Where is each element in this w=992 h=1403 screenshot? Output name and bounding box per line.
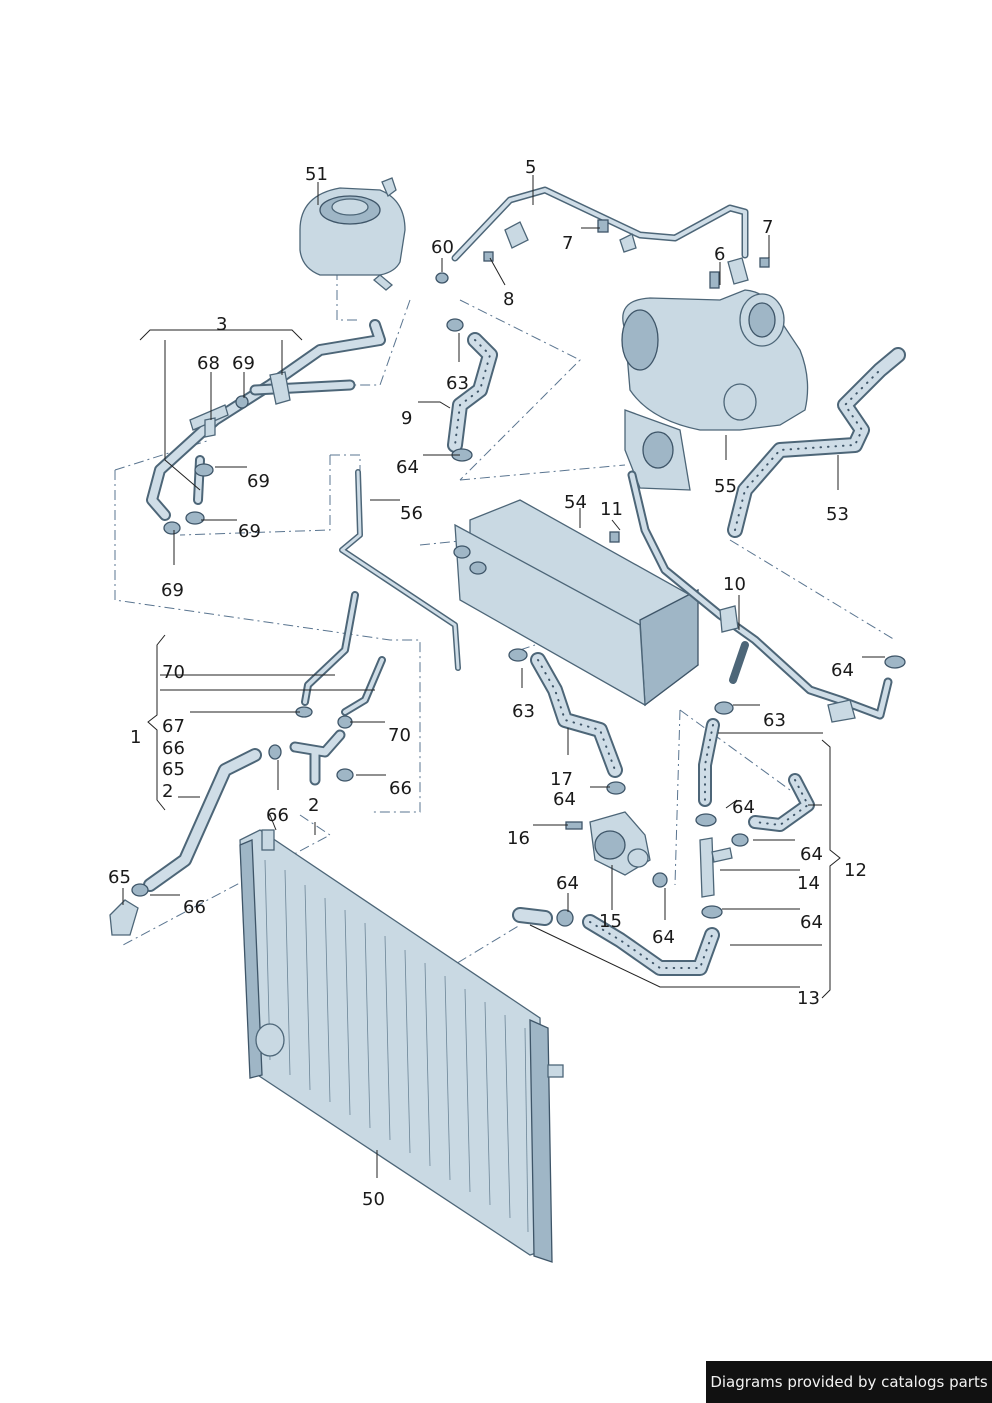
hose-assembly-12 xyxy=(512,701,815,976)
callout-56: 56 xyxy=(400,503,423,524)
callout-10: 10 xyxy=(723,574,746,595)
callout-64: 64 xyxy=(732,797,755,818)
pump-16 xyxy=(565,811,668,888)
expansion-tank xyxy=(299,177,406,291)
hose-9 xyxy=(446,318,498,462)
hose-17 xyxy=(508,648,626,795)
callout-1: 1 xyxy=(130,727,141,748)
callout-64: 64 xyxy=(553,789,576,810)
callout-3: 3 xyxy=(216,314,227,335)
callout-67: 67 xyxy=(162,716,185,737)
cooler-54 xyxy=(453,499,699,707)
callout-66: 66 xyxy=(389,778,412,799)
callout-7: 7 xyxy=(562,233,573,254)
callout-63: 63 xyxy=(512,701,535,722)
pipe-10 xyxy=(627,470,906,723)
leader-lines xyxy=(122,175,885,1178)
callout-68: 68 xyxy=(197,353,220,374)
callout-69: 69 xyxy=(232,353,255,374)
callout-53: 53 xyxy=(826,504,849,525)
callout-labels: 51 5 7 7 60 8 6 3 68 69 63 9 64 69 56 54… xyxy=(108,157,867,1210)
hose-assembly-3 xyxy=(146,319,386,535)
callout-12: 12 xyxy=(844,860,867,881)
callout-69: 69 xyxy=(238,521,261,542)
callout-7: 7 xyxy=(762,217,773,238)
callout-64: 64 xyxy=(556,873,579,894)
callout-64: 64 xyxy=(800,912,823,933)
callout-15: 15 xyxy=(599,911,622,932)
callout-64: 64 xyxy=(831,660,854,681)
coolant-pipe-5 xyxy=(435,186,770,289)
radiator-50 xyxy=(239,829,564,1263)
callout-65: 65 xyxy=(162,759,185,780)
callout-13: 13 xyxy=(797,988,820,1009)
callout-5: 5 xyxy=(525,157,536,178)
hose-assembly-1 xyxy=(109,591,386,936)
callout-11: 11 xyxy=(600,499,623,520)
callout-54: 54 xyxy=(564,492,587,513)
callout-9: 9 xyxy=(401,408,412,429)
callout-66: 66 xyxy=(162,738,185,759)
callout-64: 64 xyxy=(396,457,419,478)
callout-55: 55 xyxy=(714,476,737,497)
callout-2: 2 xyxy=(308,795,319,816)
callout-70: 70 xyxy=(388,725,411,746)
callout-64: 64 xyxy=(652,927,675,948)
callout-63: 63 xyxy=(763,710,786,731)
callout-66: 66 xyxy=(266,805,289,826)
callout-70: 70 xyxy=(162,662,185,683)
callout-69: 69 xyxy=(161,580,184,601)
callout-14: 14 xyxy=(797,873,820,894)
pipe-56 xyxy=(339,469,461,671)
callout-2: 2 xyxy=(162,781,173,802)
callout-63: 63 xyxy=(446,373,469,394)
callout-6: 6 xyxy=(714,244,725,265)
callout-65: 65 xyxy=(108,867,131,888)
callout-50: 50 xyxy=(362,1189,385,1210)
callout-64: 64 xyxy=(800,844,823,865)
callout-69: 69 xyxy=(247,471,270,492)
turbocharger xyxy=(621,289,809,491)
callout-51: 51 xyxy=(305,164,328,185)
callout-17: 17 xyxy=(550,769,573,790)
hose-53 xyxy=(727,347,906,538)
callout-60: 60 xyxy=(431,237,454,258)
callout-16: 16 xyxy=(507,828,530,849)
callout-8: 8 xyxy=(503,289,514,310)
footer-credit: Diagrams provided by catalogs parts xyxy=(706,1361,992,1403)
callout-66: 66 xyxy=(183,897,206,918)
